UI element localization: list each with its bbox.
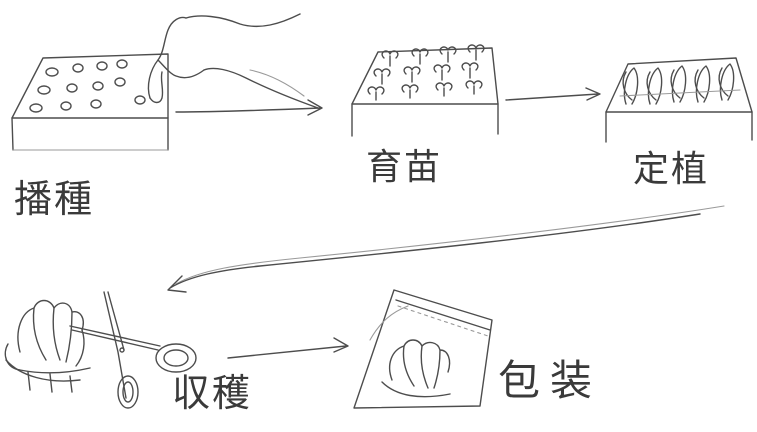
arrow-harvest-to-packing (227, 337, 349, 359)
lettuce-in-bag-icon (353, 289, 493, 409)
seedling-tray-icon (351, 44, 499, 137)
step-label-harvest: 収穫 (172, 371, 253, 415)
planted-box-icon (605, 57, 753, 143)
seed-tray-with-hand-icon (11, 13, 319, 151)
arrow-sowing-to-nursery (175, 99, 323, 116)
step-label-packing: 包装 (498, 356, 603, 405)
lettuce-and-scissors-icon (4, 291, 197, 409)
step-label-nursery: 育苗 (366, 147, 443, 188)
arrow-planting-to-harvest (175, 205, 725, 285)
arrow-nursery-to-planting (505, 87, 601, 101)
step-label-planting: 定植 (633, 149, 710, 190)
step-label-sowing: 播種 (14, 177, 95, 221)
